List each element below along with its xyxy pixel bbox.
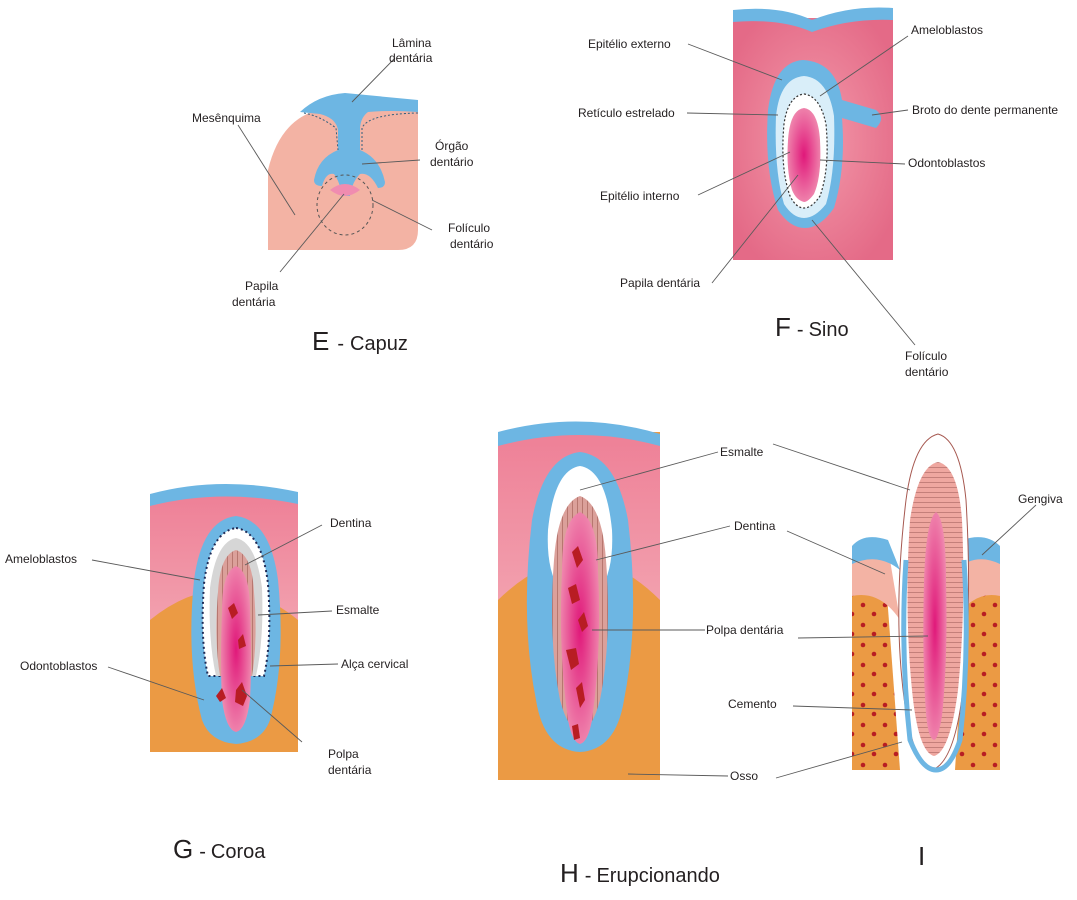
g-label-polpa-2: dentária [328, 763, 372, 777]
f-label-foliculo-1: Folículo [905, 349, 947, 363]
e-label-orgao-1: Órgão [435, 138, 469, 153]
f-label-epitelio-externo: Epitélio externo [588, 37, 671, 51]
e-label-lamina-2: dentária [389, 51, 433, 65]
f-label-ameloblastos: Ameloblastos [911, 23, 983, 37]
f-label-epitelio-interno: Epitélio interno [600, 189, 680, 203]
e-label-papila-2: dentária [232, 295, 276, 309]
f-title: F-Sino [775, 312, 849, 342]
h-label-esmalte: Esmalte [720, 445, 764, 459]
e-label-lamina-1: Lâmina [392, 36, 432, 50]
e-label-mesenquima: Mesênquima [192, 111, 261, 125]
i-title: I [918, 841, 925, 871]
h-label-polpa: Polpa dentária [706, 623, 784, 637]
e-label-orgao-2: dentário [430, 155, 474, 169]
g-label-odontoblastos: Odontoblastos [20, 659, 97, 673]
g-label-polpa-1: Polpa [328, 747, 359, 761]
panel-i: Gengiva I [773, 434, 1063, 871]
f-label-reticulo: Retículo estrelado [578, 106, 675, 120]
f-label-odontoblastos: Odontoblastos [908, 156, 985, 170]
f-label-foliculo-2: dentário [905, 365, 949, 379]
panel-e-capuz: Lâmina dentária Mesênquima Órgão dentári… [192, 36, 494, 356]
panel-g-coroa: Ameloblastos Dentina Esmalte Alça cervic… [5, 484, 408, 864]
e-label-foliculo-1: Folículo [448, 221, 490, 235]
h-pulp [561, 512, 599, 744]
i-label-gengiva: Gengiva [1018, 492, 1063, 506]
h-label-osso: Osso [730, 769, 758, 783]
e-label-papila-1: Papila [245, 279, 279, 293]
g-label-dentina: Dentina [330, 516, 372, 530]
e-title: E-Capuz [312, 326, 408, 356]
h-label-cemento: Cemento [728, 697, 777, 711]
h-label-dentina: Dentina [734, 519, 776, 533]
f-dental-papilla [788, 108, 821, 202]
g-label-alca: Alça cervical [341, 657, 408, 671]
panel-h-erupcionando: Esmalte Dentina Polpa dentária Cemento O… [498, 421, 784, 888]
f-label-broto: Broto do dente permanente [912, 103, 1058, 117]
g-label-ameloblastos: Ameloblastos [5, 552, 77, 566]
g-title: G-Coroa [173, 834, 266, 864]
h-title: H-Erupcionando [560, 858, 720, 888]
e-label-foliculo-2: dentário [450, 237, 494, 251]
panel-f-sino: Epitélio externo Ameloblastos Retículo e… [578, 8, 1058, 380]
f-label-papila: Papila dentária [620, 276, 700, 290]
g-label-esmalte: Esmalte [336, 603, 380, 617]
g-pulp [221, 566, 251, 732]
